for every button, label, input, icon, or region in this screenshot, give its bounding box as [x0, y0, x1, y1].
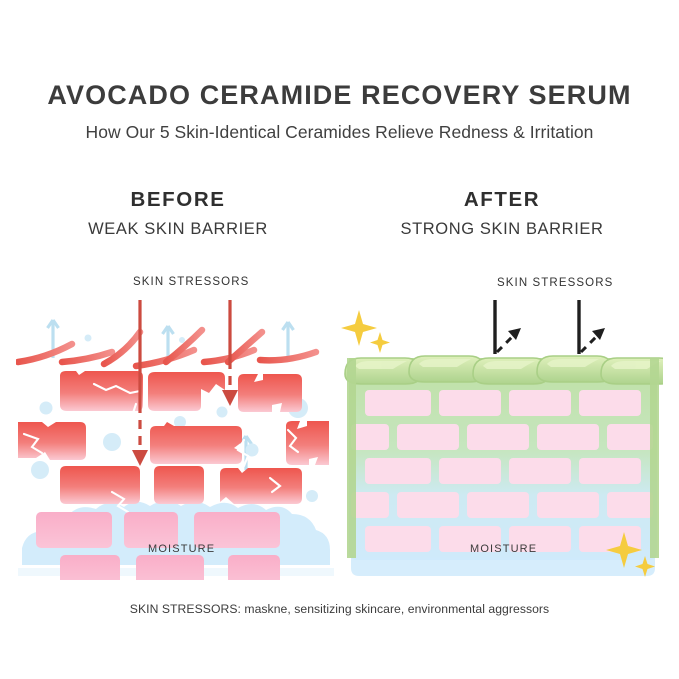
after-column-heading: AFTER STRONG SKIN BARRIER — [352, 188, 652, 239]
after-heading: AFTER — [463, 188, 541, 211]
after-moisture-label: MOISTURE — [470, 543, 538, 555]
before-column-heading: BEFORE WEAK SKIN BARRIER — [28, 188, 328, 239]
before-damaged-bricks — [18, 371, 329, 504]
after-brick-grid — [351, 390, 653, 552]
after-diagram — [343, 300, 663, 580]
before-subheading: WEAK SKIN BARRIER — [88, 220, 268, 238]
after-stressor-arrows — [493, 300, 605, 354]
before-lower-bricks — [36, 512, 280, 580]
before-diagram — [16, 300, 336, 580]
after-sealed-moisture — [351, 558, 655, 576]
page-subtitle: How Our 5 Skin-Identical Ceramides Relie… — [85, 122, 594, 142]
after-subheading: STRONG SKIN BARRIER — [400, 220, 604, 238]
before-stressors-label: SKIN STRESSORS — [133, 276, 250, 288]
after-stressors-label: SKIN STRESSORS — [497, 277, 614, 289]
page-title: AVOCADO CERAMIDE RECOVERY SERUM — [47, 80, 632, 110]
before-stressor-arrows — [132, 300, 238, 466]
before-heading: BEFORE — [130, 188, 226, 211]
before-moisture-label: MOISTURE — [148, 543, 216, 555]
after-wall-edges — [347, 358, 659, 558]
after-sparkle-top — [339, 306, 395, 367]
after-sparkle-bottom — [604, 528, 660, 589]
footnote: SKIN STRESSORS: maskne, sensitizing skin… — [129, 602, 550, 616]
after-ceramide-caps — [344, 355, 663, 385]
